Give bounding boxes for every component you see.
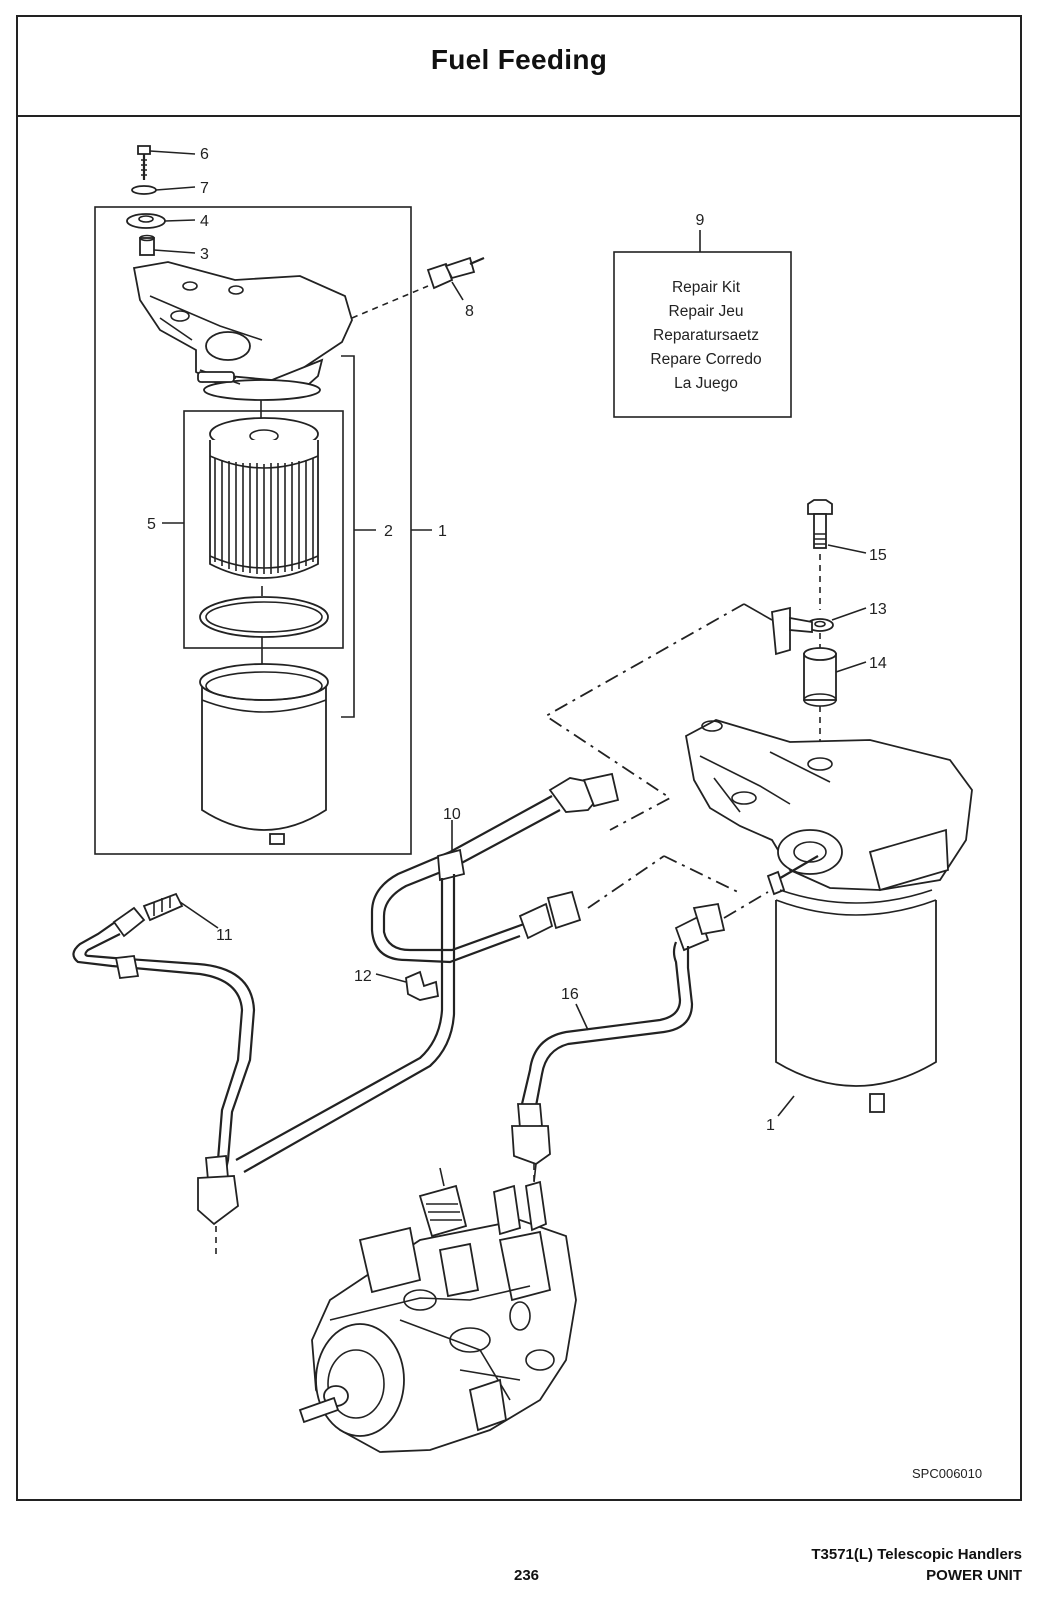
- callout-5: 5: [147, 516, 156, 533]
- repair-kit-line-2: Repair Jeu: [669, 303, 744, 320]
- filter-bowl-right: [775, 889, 937, 1113]
- callout-2: 2: [384, 523, 393, 540]
- link-outline-joint: [743, 603, 773, 621]
- bracket-clip: [771, 606, 813, 656]
- callout-13: 13: [869, 601, 887, 618]
- callout-10: 10: [443, 806, 461, 823]
- callout-8: 8: [465, 303, 474, 320]
- leader-7: [155, 186, 196, 191]
- hose-11: [72, 892, 256, 1258]
- callout-14: 14: [869, 655, 887, 672]
- filter-bowl: [199, 663, 329, 845]
- repair-kit-line-4: Repare Corredo: [650, 351, 761, 368]
- callout-3: 3: [200, 246, 209, 263]
- callout-15: 15: [869, 547, 887, 564]
- fitting-8-guide: [351, 285, 429, 319]
- footer-section: POWER UNIT: [926, 1567, 1022, 1584]
- callout-11: 11: [216, 927, 233, 944]
- repair-kit-line-5: La Juego: [674, 375, 738, 392]
- filter-head-right: [684, 719, 973, 896]
- filter-element-box: [183, 410, 344, 649]
- clip-12: [405, 970, 440, 1001]
- repair-kit-box: [613, 251, 792, 418]
- diagram-frame: Fuel Feeding: [16, 15, 1022, 1501]
- title-bar: Fuel Feeding: [18, 17, 1020, 117]
- filter-head-left: [132, 261, 353, 401]
- callout-12: 12: [354, 968, 372, 985]
- spacer-14: [803, 647, 837, 707]
- leader-3: [153, 249, 196, 254]
- filter-element-5: [209, 417, 319, 579]
- footer-model: T3571(L) Telescopic Handlers: [811, 1546, 1022, 1563]
- bolt-15: [807, 499, 833, 549]
- page-number: 236: [514, 1567, 540, 1584]
- return-line: [235, 962, 444, 1161]
- washer-7: [131, 185, 157, 195]
- leader-8: [451, 281, 464, 301]
- callout-1-right: 1: [766, 1117, 775, 1134]
- leader-14: [835, 661, 867, 673]
- callout-1: 1: [438, 523, 447, 540]
- repair-kit-line-3: Reparatursaetz: [653, 327, 759, 344]
- leader-11: [179, 901, 219, 929]
- callout-16: 16: [561, 986, 579, 1003]
- washer-4: [126, 213, 166, 229]
- callout-7: 7: [200, 180, 209, 197]
- leader-15: [827, 544, 867, 554]
- injection-pump: [298, 1163, 577, 1453]
- o-ring: [199, 596, 329, 638]
- bracket-2: [341, 355, 355, 718]
- leader-1-right: [777, 1095, 795, 1117]
- leader-4: [164, 219, 196, 222]
- callout-6: 6: [200, 146, 209, 163]
- leader-16: [575, 1003, 589, 1031]
- drawing-reference-code: SPC006010: [912, 1466, 982, 1481]
- hose-10-guide: [587, 855, 665, 909]
- page-title: Fuel Feeding: [430, 44, 608, 75]
- return-line-b: [243, 962, 456, 1173]
- callout-9: 9: [696, 212, 705, 229]
- link-outline-upper: [544, 603, 745, 831]
- link-outline-lower: [663, 855, 743, 895]
- spacer-3: [139, 234, 155, 256]
- leader-6: [149, 150, 196, 155]
- hose-10: [370, 772, 620, 964]
- fitting-8: [426, 256, 485, 290]
- callout-4: 4: [200, 213, 209, 230]
- leader-12: [375, 973, 407, 983]
- bolt-6: [137, 145, 151, 180]
- repair-kit-line-1: Repair Kit: [672, 279, 741, 296]
- hose-16: [511, 891, 769, 1182]
- leader-13: [831, 607, 867, 621]
